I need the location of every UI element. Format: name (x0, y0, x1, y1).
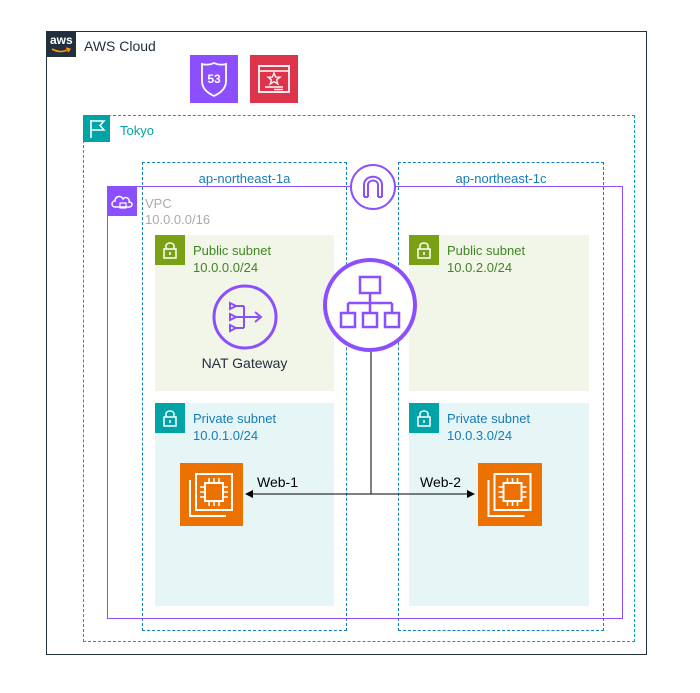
ec2-web2-icon (478, 463, 542, 526)
public-subnet-a-lock-icon (155, 235, 185, 265)
public-subnet-a-cidr: 10.0.0.0/24 (193, 260, 259, 275)
nat-gateway-icon (211, 283, 279, 351)
public-subnet-c (409, 235, 589, 391)
certificate-manager-icon (250, 55, 298, 103)
az-c-group (398, 162, 604, 631)
private-subnet-c-lock-icon (409, 403, 439, 433)
private-subnet-a-label: Private subnet (193, 411, 277, 426)
load-balancer-icon (322, 257, 418, 353)
internet-gateway-icon (349, 163, 397, 211)
private-subnet-c-cidr: 10.0.3.0/24 (447, 428, 513, 443)
region-label: Tokyo (120, 123, 154, 138)
private-subnet-c-label: Private subnet (447, 411, 531, 426)
public-subnet-a-label: Public subnet (193, 243, 272, 258)
private-subnet-a-cidr: 10.0.1.0/24 (193, 428, 259, 443)
region-flag-icon (83, 115, 110, 142)
public-subnet-c-label: Public subnet (447, 243, 526, 258)
route53-icon: 53 (190, 55, 238, 103)
az-a-label: ap-northeast-1a (198, 171, 291, 186)
region-group (83, 115, 635, 642)
web2-label: Web-2 (420, 474, 461, 490)
vpc-label: VPC (145, 196, 172, 211)
ec2-web1-icon (180, 463, 243, 526)
nat-gateway-label: NAT Gateway (201, 355, 288, 371)
aws-cloud-group (46, 31, 647, 655)
az-a-group (142, 162, 347, 631)
web1-label: Web-1 (257, 474, 298, 490)
aws-cloud-label: AWS Cloud (84, 38, 156, 54)
vpc-cidr: 10.0.0.0/16 (145, 212, 211, 227)
public-subnet-c-cidr: 10.0.2.0/24 (447, 260, 513, 275)
aws-logo-icon: aws (46, 31, 76, 57)
aws-logo-text: aws (50, 33, 73, 47)
route53-label: 53 (207, 72, 221, 86)
az-c-label: ap-northeast-1c (455, 171, 547, 186)
vpc-cloud-icon (107, 186, 137, 216)
private-subnet-a-lock-icon (155, 403, 185, 433)
public-subnet-c-lock-icon (409, 235, 439, 265)
